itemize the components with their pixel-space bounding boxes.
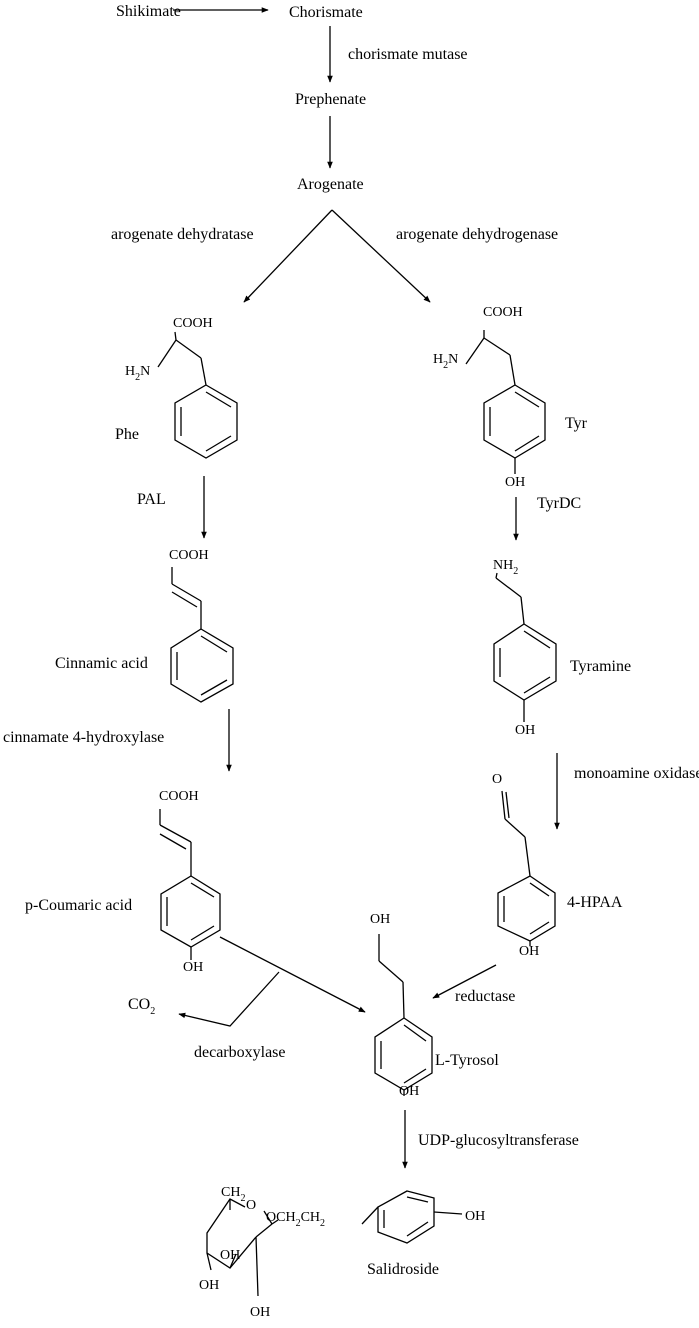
salidroside-linker-och: OCH — [266, 1210, 296, 1225]
enzyme-arogenate-dehydrogenase: arogenate dehydrogenase — [396, 226, 559, 243]
hpaa-carbonyl-o-label: O — [492, 772, 503, 787]
salidroside-ch2-label: CH2 — [221, 1185, 245, 1204]
enzyme-reductase: reductase — [455, 988, 516, 1005]
tyr-amino-n: N — [448, 352, 459, 367]
hpaa-hydroxyl-label: OH — [519, 944, 540, 959]
enzyme-tyrdc: TyrDC — [537, 495, 582, 512]
salidroside-linker-sub1: 2 — [295, 1218, 301, 1229]
enzyme-chorismate-mutase: chorismate mutase — [348, 46, 468, 63]
metabolite-shikimate: Shikimate — [116, 3, 181, 20]
arrow-arogenate-tyr — [331, 209, 431, 303]
salidroside-linker-ch: CH — [300, 1210, 321, 1225]
tyr-amino-h: H — [433, 352, 444, 367]
cinnamic-carboxyl-label: COOH — [169, 548, 209, 563]
tyramine-amine-label: NH2 — [493, 558, 518, 577]
metabolite-p-coumaric-acid: p-Coumaric acid — [25, 897, 133, 914]
salidroside-hydroxyl-c2-label: OH — [250, 1305, 271, 1320]
l-tyrosol-structure — [374, 934, 433, 1096]
metabolite-cinnamic-acid: Cinnamic acid — [55, 655, 148, 672]
arrow-arogenate-phe — [243, 209, 333, 303]
enzyme-arogenate-dehydratase: arogenate dehydratase — [111, 226, 254, 243]
tyr-carboxyl-label: COOH — [483, 305, 523, 320]
metabolite-arogenate: Arogenate — [297, 176, 364, 193]
tyr-amino-sub: 2 — [443, 360, 449, 371]
coumaric-hydroxyl-label: OH — [183, 960, 204, 975]
tyrosol-ring-hydroxyl-label: OH — [399, 1084, 420, 1099]
metabolite-salidroside: Salidroside — [367, 1261, 439, 1278]
tyr-amino-label: H2N — [433, 352, 459, 371]
phe-carboxyl-label: COOH — [173, 316, 213, 331]
enzyme-cinnamate-4-hydroxylase: cinnamate 4-hydroxylase — [3, 729, 165, 746]
tyramine-hydroxyl-label: OH — [515, 723, 536, 738]
tyr-structure — [465, 330, 546, 474]
enzyme-udp-glucosyltransferase: UDP-glucosyltransferase — [418, 1132, 579, 1149]
tyramine-structure — [493, 572, 557, 722]
enzyme-monoamine-oxidase: monoamine oxidase — [574, 765, 699, 782]
phe-amino-label: H2N — [125, 364, 151, 383]
salidroside-phenol-hydroxyl-label: OH — [465, 1209, 486, 1224]
metabolite-tyr: Tyr — [565, 415, 587, 432]
arrow-decarboxylation-co2 — [178, 971, 280, 1027]
cinnamic-acid-structure — [170, 567, 234, 703]
tyr-hydroxyl-label: OH — [505, 475, 526, 490]
salidroside-ring-o-label: O — [246, 1198, 257, 1213]
salidroside-ch2-text: CH — [221, 1185, 241, 1200]
metabolite-l-tyrosol: L-Tyrosol — [435, 1052, 499, 1069]
arrow-hpaa-tyrosol — [432, 964, 497, 999]
product-co2: CO2 — [128, 996, 155, 1017]
salidroside-hydroxyl-c3-label: OH — [220, 1248, 241, 1263]
salidroside-hydroxyl-c4-label: OH — [199, 1278, 220, 1293]
co2-text: CO — [128, 996, 151, 1013]
tyrosol-side-hydroxyl-label: OH — [370, 912, 391, 927]
salidroside-ch2-sub: 2 — [240, 1193, 246, 1204]
phe-amino-n: N — [140, 364, 151, 379]
phe-amino-h: H — [125, 364, 136, 379]
metabolite-tyramine: Tyramine — [570, 658, 632, 675]
salidroside-structure — [206, 1190, 463, 1297]
salidroside-linker-label: OCH2CH2 — [266, 1210, 325, 1229]
coumaric-carboxyl-label: COOH — [159, 789, 199, 804]
phe-amino-sub: 2 — [135, 372, 141, 383]
metabolite-prephenate: Prephenate — [295, 91, 367, 108]
tyramine-amine-nh: NH — [493, 558, 514, 573]
metabolite-phe: Phe — [115, 426, 139, 443]
co2-sub: 2 — [150, 1006, 156, 1017]
arrow-coumaric-tyrosol — [219, 936, 366, 1013]
enzyme-pal: PAL — [137, 491, 166, 508]
tyramine-amine-sub: 2 — [513, 566, 519, 577]
metabolite-chorismate: Chorismate — [289, 4, 363, 21]
salidroside-linker-sub2: 2 — [320, 1218, 326, 1229]
p-coumaric-acid-structure — [159, 809, 221, 960]
phe-structure — [157, 331, 238, 459]
metabolite-4-hpaa: 4-HPAA — [567, 894, 623, 911]
4-hpaa-structure — [497, 790, 556, 946]
enzyme-decarboxylase: decarboxylase — [194, 1044, 286, 1061]
